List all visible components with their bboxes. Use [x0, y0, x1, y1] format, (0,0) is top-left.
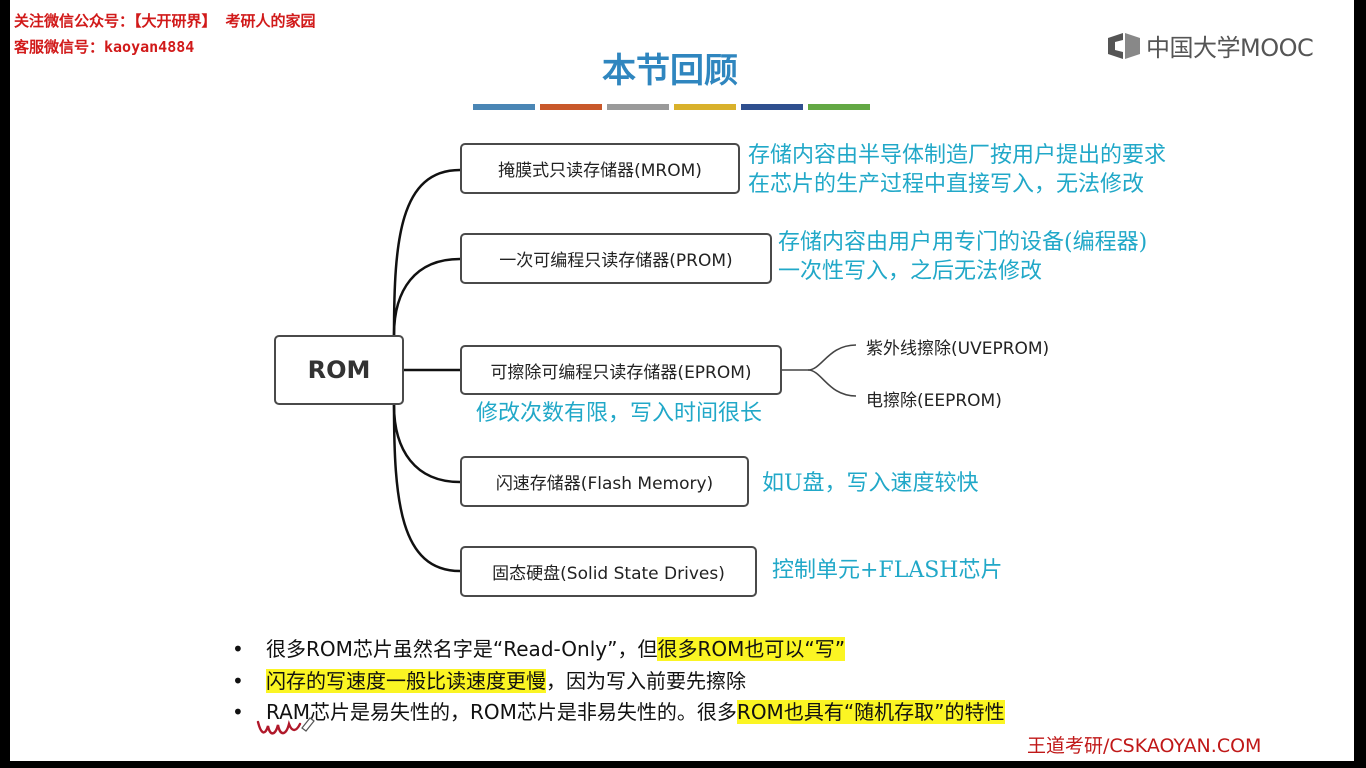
connector-mrom: [392, 168, 461, 336]
mindmap-connectors: [392, 168, 857, 573]
bullet-3-text: RAM芯片是易失性的，ROM芯片是非易失性的。很多: [266, 700, 737, 724]
bullet-2-highlight: 闪存的写速度一般比读速度更慢: [266, 669, 546, 693]
root-node-rom: ROM: [274, 335, 404, 405]
watermark-line1: 关注微信公众号：【大开研界】 考研人的家园: [14, 12, 316, 30]
note-ssd: 控制单元+FLASH芯片: [772, 558, 1003, 583]
connector-eeprom: [807, 369, 857, 397]
color-bar-4: [674, 104, 736, 110]
color-bar-3: [607, 104, 669, 110]
branch-prom: 一次可编程只读存储器(PROM): [460, 233, 772, 284]
branch-eprom: 可擦除可编程只读存储器(EPROM): [460, 345, 782, 395]
bullet-3: • RAM芯片是易失性的，ROM芯片是非易失性的。很多ROM也具有“随机存取”的特…: [232, 696, 1005, 725]
logo-text: 中国大学MOOC: [1146, 34, 1314, 62]
color-bar-1: [473, 104, 535, 110]
color-bar-6: [808, 104, 870, 110]
color-bar-5: [741, 104, 803, 110]
bullet-1-highlight: 很多ROM也可以“写”: [657, 637, 846, 661]
page-title: 本节回顾: [602, 51, 738, 91]
connector-prom: [392, 257, 461, 336]
connector-flash: [392, 404, 461, 484]
color-bar-2: [540, 104, 602, 110]
bullet-3-highlight: ROM也具有“随机存取”的特性: [736, 700, 1005, 724]
note-flash: 如U盘，写入速度较快: [762, 471, 979, 496]
connector-uveprom: [807, 344, 857, 371]
handwriting-scribble: [256, 717, 315, 735]
branch-ssd: 固态硬盘(Solid State Drives): [460, 546, 757, 597]
bullet-2: • 闪存的写速度一般比读速度更慢，因为写入前要先擦除: [232, 665, 746, 694]
note-prom-line2: 一次性写入，之后无法修改: [778, 259, 1043, 284]
sub-uveprom: 紫外线擦除(UVEPROM): [866, 339, 1050, 359]
bullet-2-tail: ，因为写入前要先擦除: [546, 669, 746, 693]
note-mrom-line1: 存储内容由半导体制造厂按用户提出的要求: [748, 143, 1167, 168]
mooc-logo: 中国大学MOOC: [1107, 28, 1314, 63]
note-eprom: 修改次数有限，写入时间很长: [476, 401, 763, 426]
branch-flash: 闪速存储器(Flash Memory): [460, 456, 749, 507]
bullet-dot: •: [232, 637, 244, 661]
slide: 关注微信公众号：【大开研界】 考研人的家园 客服微信号：kaoyan4884 中…: [10, 0, 1354, 761]
bullet-1-text: 很多ROM芯片虽然名字是“Read-Only”，但: [266, 637, 658, 661]
bullet-dot: •: [232, 700, 244, 724]
note-prom-line1: 存储内容由用户用专门的设备(编程器): [778, 230, 1148, 255]
branch-mrom: 掩膜式只读存储器(MROM): [460, 143, 740, 194]
bullet-1: • 很多ROM芯片虽然名字是“Read-Only”，但很多ROM也可以“写”: [232, 633, 846, 662]
connector-ssd: [392, 404, 461, 573]
note-mrom: 存储内容由半导体制造厂按用户提出的要求 在芯片的生产过程中直接写入，无法修改: [748, 141, 1166, 199]
mooc-book-icon: [1108, 32, 1140, 59]
bullet-dot: •: [232, 669, 244, 693]
watermark-line2: 客服微信号：kaoyan4884: [14, 38, 195, 56]
note-mrom-line2: 在芯片的生产过程中直接写入，无法修改: [748, 172, 1145, 197]
note-prom: 存储内容由用户用专门的设备(编程器) 一次性写入，之后无法修改: [778, 228, 1147, 286]
sub-eeprom: 电擦除(EEPROM): [866, 391, 1002, 411]
footer-brand: 王道考研/CSKAOYAN.COM: [1027, 735, 1262, 757]
